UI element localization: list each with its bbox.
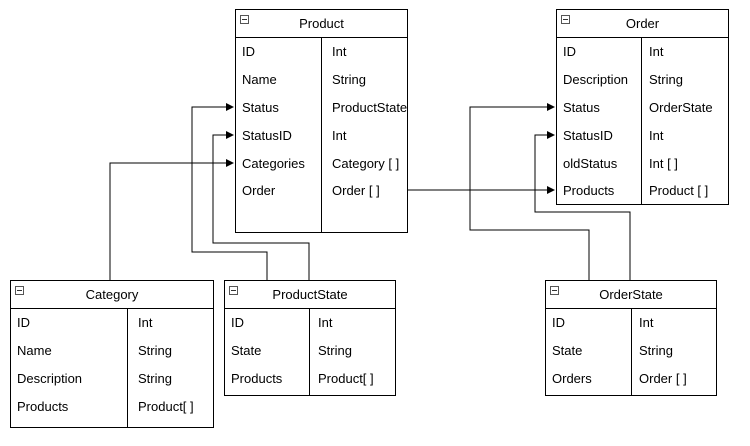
field-name: Description — [563, 72, 629, 87]
field-type: Int — [332, 128, 347, 143]
field-type: ProductState — [332, 100, 408, 115]
field-row[interactable]: Products Product[ ] — [11, 393, 213, 421]
field-row[interactable]: Name String — [236, 66, 407, 94]
collapse-icon[interactable] — [550, 286, 559, 295]
column-divider — [641, 37, 642, 204]
column-divider — [321, 37, 322, 232]
field-type: Category [ ] — [332, 156, 400, 171]
field-name: ID — [231, 315, 244, 330]
field-row[interactable]: ID Int — [11, 309, 213, 337]
field-row[interactable]: Description String — [557, 66, 728, 94]
field-type: String — [138, 343, 172, 358]
field-type: Int — [332, 44, 347, 59]
field-row[interactable]: Products Product [ ] — [557, 177, 728, 205]
field-name: Products — [231, 371, 283, 386]
entity-header: ProductState — [225, 281, 395, 309]
collapse-icon[interactable] — [240, 15, 249, 24]
entity-title: ProductState — [272, 287, 348, 302]
collapse-icon[interactable] — [15, 286, 24, 295]
field-type: Int — [138, 315, 153, 330]
field-name: Products — [563, 183, 615, 198]
column-divider — [631, 308, 632, 395]
field-type: String — [138, 371, 172, 386]
field-row[interactable]: Order Order [ ] — [236, 177, 407, 205]
entity-header: OrderState — [546, 281, 716, 309]
collapse-icon[interactable] — [229, 286, 238, 295]
entity-title: Product — [299, 16, 344, 31]
field-name: oldStatus — [563, 156, 618, 171]
field-row[interactable]: oldStatus Int [ ] — [557, 150, 728, 178]
field-type: String — [332, 72, 366, 87]
field-type: String — [639, 343, 673, 358]
field-name: StatusID — [242, 128, 292, 143]
field-row[interactable]: StatusID Int — [236, 122, 407, 150]
relation-arrow-productstate — [191, 103, 268, 280]
field-type: Product[ ] — [138, 399, 194, 414]
field-type: Product[ ] — [318, 371, 374, 386]
field-type: OrderState — [649, 100, 713, 115]
field-name: ID — [17, 315, 30, 330]
field-name: Name — [242, 72, 277, 87]
field-row[interactable]: State String — [225, 337, 395, 365]
field-name: Description — [17, 371, 83, 386]
field-row[interactable]: ID Int — [546, 309, 716, 337]
entity-title: OrderState — [599, 287, 663, 302]
field-name: State — [231, 343, 262, 358]
field-type: Order [ ] — [639, 371, 687, 386]
field-name: Orders — [552, 371, 592, 386]
relation-arrow-productstate — [212, 131, 310, 280]
field-row[interactable]: Status OrderState — [557, 94, 728, 122]
field-row[interactable]: State String — [546, 337, 716, 365]
field-row[interactable]: Orders Order [ ] — [546, 365, 716, 393]
field-row[interactable]: StatusID Int — [557, 122, 728, 150]
field-row[interactable]: Status ProductState — [236, 94, 407, 122]
field-type: Int — [318, 315, 333, 330]
column-divider — [127, 308, 128, 427]
field-name: State — [552, 343, 583, 358]
field-name: Status — [563, 100, 600, 115]
field-name: ID — [552, 315, 565, 330]
relation-arrow-orderstate — [534, 131, 631, 280]
field-type: Int — [639, 315, 654, 330]
column-divider — [309, 308, 310, 395]
field-row[interactable]: Description String — [11, 365, 213, 393]
field-type: Int [ ] — [649, 156, 678, 171]
field-type: Int — [649, 44, 664, 59]
field-name: ID — [242, 44, 255, 59]
field-type: String — [649, 72, 683, 87]
relation-arrow-category — [109, 159, 234, 280]
entity-header: Category — [11, 281, 213, 309]
field-name: Name — [17, 343, 52, 358]
field-name: ID — [563, 44, 576, 59]
field-row[interactable]: Name String — [11, 337, 213, 365]
field-type: Product [ ] — [649, 183, 709, 198]
field-row[interactable]: Products Product[ ] — [225, 365, 395, 393]
entity-header: Order — [557, 10, 728, 38]
field-name: Products — [17, 399, 69, 414]
field-type: String — [318, 343, 352, 358]
field-name: Categories — [242, 156, 305, 171]
relation-arrow-orderstate — [469, 103, 590, 280]
collapse-icon[interactable] — [561, 15, 570, 24]
field-name: Status — [242, 100, 279, 115]
field-name: Order — [242, 183, 276, 198]
field-row[interactable]: ID Int — [557, 38, 728, 66]
field-type: Order [ ] — [332, 183, 380, 198]
entity-title: Order — [625, 16, 660, 31]
field-row[interactable]: ID Int — [236, 38, 407, 66]
field-row[interactable]: Categories Category [ ] — [236, 150, 407, 178]
field-type: Int — [649, 128, 664, 143]
field-row[interactable]: ID Int — [225, 309, 395, 337]
field-name: StatusID — [563, 128, 613, 143]
entity-header: Product — [236, 10, 407, 38]
entity-title: Category — [85, 287, 139, 302]
